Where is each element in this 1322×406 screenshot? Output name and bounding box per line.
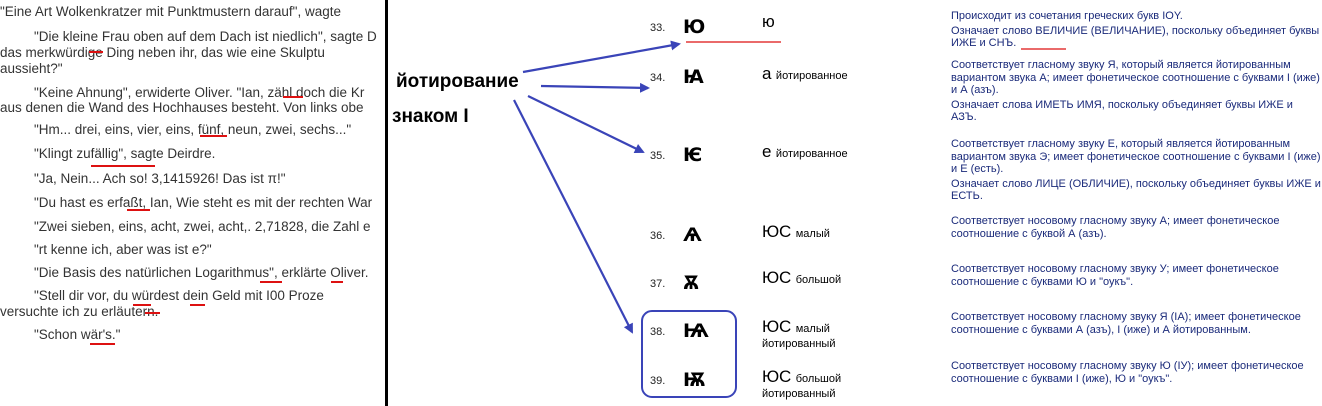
text-line: "Du hast es erfaßt, Ian, Wie steht es mi… (34, 195, 373, 210)
text-line: "Keine Ahnung", erwiderte Oliver. "Ian, … (34, 85, 365, 100)
glyph-ie: Ѥ (683, 144, 703, 166)
letter-description: Соответствует гласному звуку Я, который … (951, 59, 1320, 123)
text-line: versuchte ich zu erläutern. (0, 304, 159, 319)
text-line: aus denen die Wand des Hochhauses besteh… (0, 100, 364, 115)
text-line: "Klingt zufällig", sagte Deirdre. (34, 146, 216, 161)
arrow-to-35 (527, 95, 645, 153)
letter-number: 36. (650, 230, 666, 242)
arrow-to-34 (540, 82, 650, 93)
letter-description: Соответствует носовому гласному звуку Я … (951, 311, 1301, 336)
letter-name: ЮС большой (762, 268, 842, 287)
annotation-iotation: йотирование (396, 71, 519, 92)
glyph-yu: Ю (683, 16, 706, 38)
text-line: "Schon wär's." (34, 327, 121, 342)
glyph-ia: Ꙗ (683, 66, 704, 88)
letter-number: 38. (650, 326, 666, 338)
highlight-box (641, 310, 737, 398)
text-line: aussieht?" (0, 61, 63, 76)
text-line: "Hm... drei, eins, vier, eins, fünf, neu… (34, 122, 352, 137)
letter-number: 33. (650, 22, 666, 34)
text-line: "Die Basis des natürlichen Logarithmus",… (34, 265, 369, 280)
letter-number: 34. (650, 72, 666, 84)
glyph-yus-big-iotated: Ѭ (683, 369, 707, 391)
glyph-yus-big: Ѫ (683, 272, 700, 294)
text-line: "Eine Art Wolkenkratzer mit Punktmustern… (0, 4, 341, 19)
text-line: das merkwürdige Ding neben ihr, das wie … (0, 45, 325, 60)
letter-number: 37. (650, 278, 666, 290)
text-line: "rt kenne ich, aber was ist e?" (34, 242, 212, 257)
letter-description: Соответствует носовому гласному звуку У;… (951, 263, 1279, 288)
letter-name: а йотированное (762, 64, 848, 83)
letter-description: Соответствует носовому гласному звуку А;… (951, 215, 1280, 240)
glyph-yus-small: Ѧ (683, 224, 702, 246)
annotation-sign-i: знаком I (392, 106, 469, 127)
letter-name: е йотированное (762, 142, 848, 161)
letter-name: ЮС малый (762, 222, 830, 241)
text-line: "Stell dir vor, du würdest dein Geld mit… (34, 288, 324, 303)
underline-marks (89, 51, 343, 345)
letter-number: 35. (650, 150, 666, 162)
german-text-excerpt: "Eine Art Wolkenkratzer mit Punktmustern… (0, 0, 385, 406)
vertical-divider (385, 0, 388, 406)
text-line: "Die kleine Frau oben auf dem Dach ist n… (34, 29, 377, 44)
letter-number: 39. (650, 375, 666, 387)
glyph-yus-small-iotated: Ѩ (683, 320, 709, 342)
arrow-to-38 (513, 99, 633, 334)
letter-description: Соответствует гласному звуку Е, который … (951, 138, 1321, 202)
text-line: "Zwei sieben, eins, acht, zwei, acht,. 2… (34, 219, 371, 234)
text-line: "Ja, Nein... Ach so! 3,1415926! Das ist … (34, 171, 286, 186)
letter-description: Соответствует носовому гласному звуку Ю … (951, 360, 1304, 385)
arrow-to-33 (522, 40, 681, 74)
letter-description: Происходит из сочетания греческих букв I… (951, 10, 1320, 49)
letter-name: ю (762, 12, 775, 31)
